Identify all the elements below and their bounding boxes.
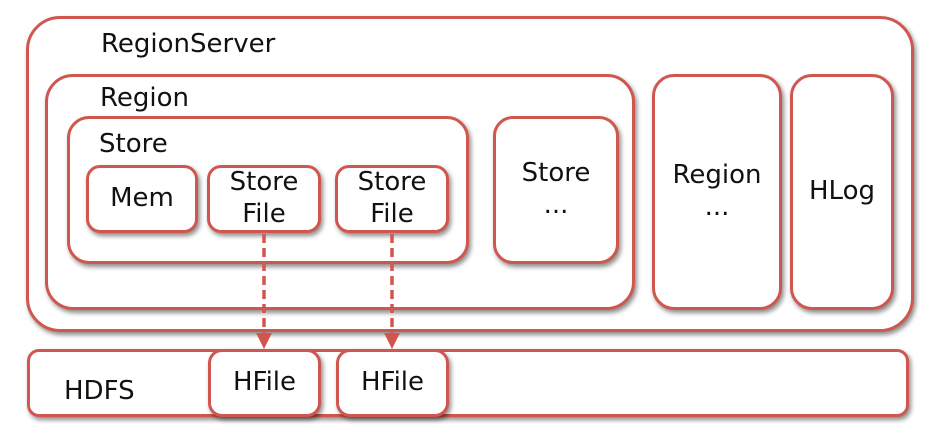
store-other-box: Store ...	[493, 116, 619, 264]
region-server-label: RegionServer	[101, 29, 276, 59]
store-other-line1: Store	[521, 158, 591, 189]
store-file-2-line1: Store	[357, 167, 427, 198]
hlog-box: HLog	[790, 74, 894, 310]
hdfs-label: HDFS	[64, 376, 135, 406]
store-file-1-line2: File	[242, 199, 286, 229]
region-other-line2: ...	[704, 192, 730, 222]
store-label: Store	[99, 129, 168, 159]
region-other-line1: Region	[672, 160, 762, 191]
region-label: Region	[100, 83, 190, 113]
hfile-1-label: HFile	[232, 367, 297, 398]
store-file-2-line2: File	[370, 199, 414, 229]
store-file-1-line1: Store	[229, 167, 299, 198]
memstore-box: Mem	[86, 165, 198, 233]
hfile-box-2: HFile	[336, 349, 449, 417]
store-file-box-1: Store File	[207, 165, 321, 233]
region-other-box: Region ...	[652, 74, 782, 310]
hfile-box-1: HFile	[208, 349, 321, 417]
hdfs-box: HDFS	[27, 349, 909, 417]
memstore-label: Mem	[110, 183, 174, 214]
hfile-2-label: HFile	[360, 367, 425, 398]
store-file-box-2: Store File	[335, 165, 449, 233]
hlog-label: HLog	[809, 176, 875, 207]
store-other-line2: ...	[543, 190, 569, 220]
